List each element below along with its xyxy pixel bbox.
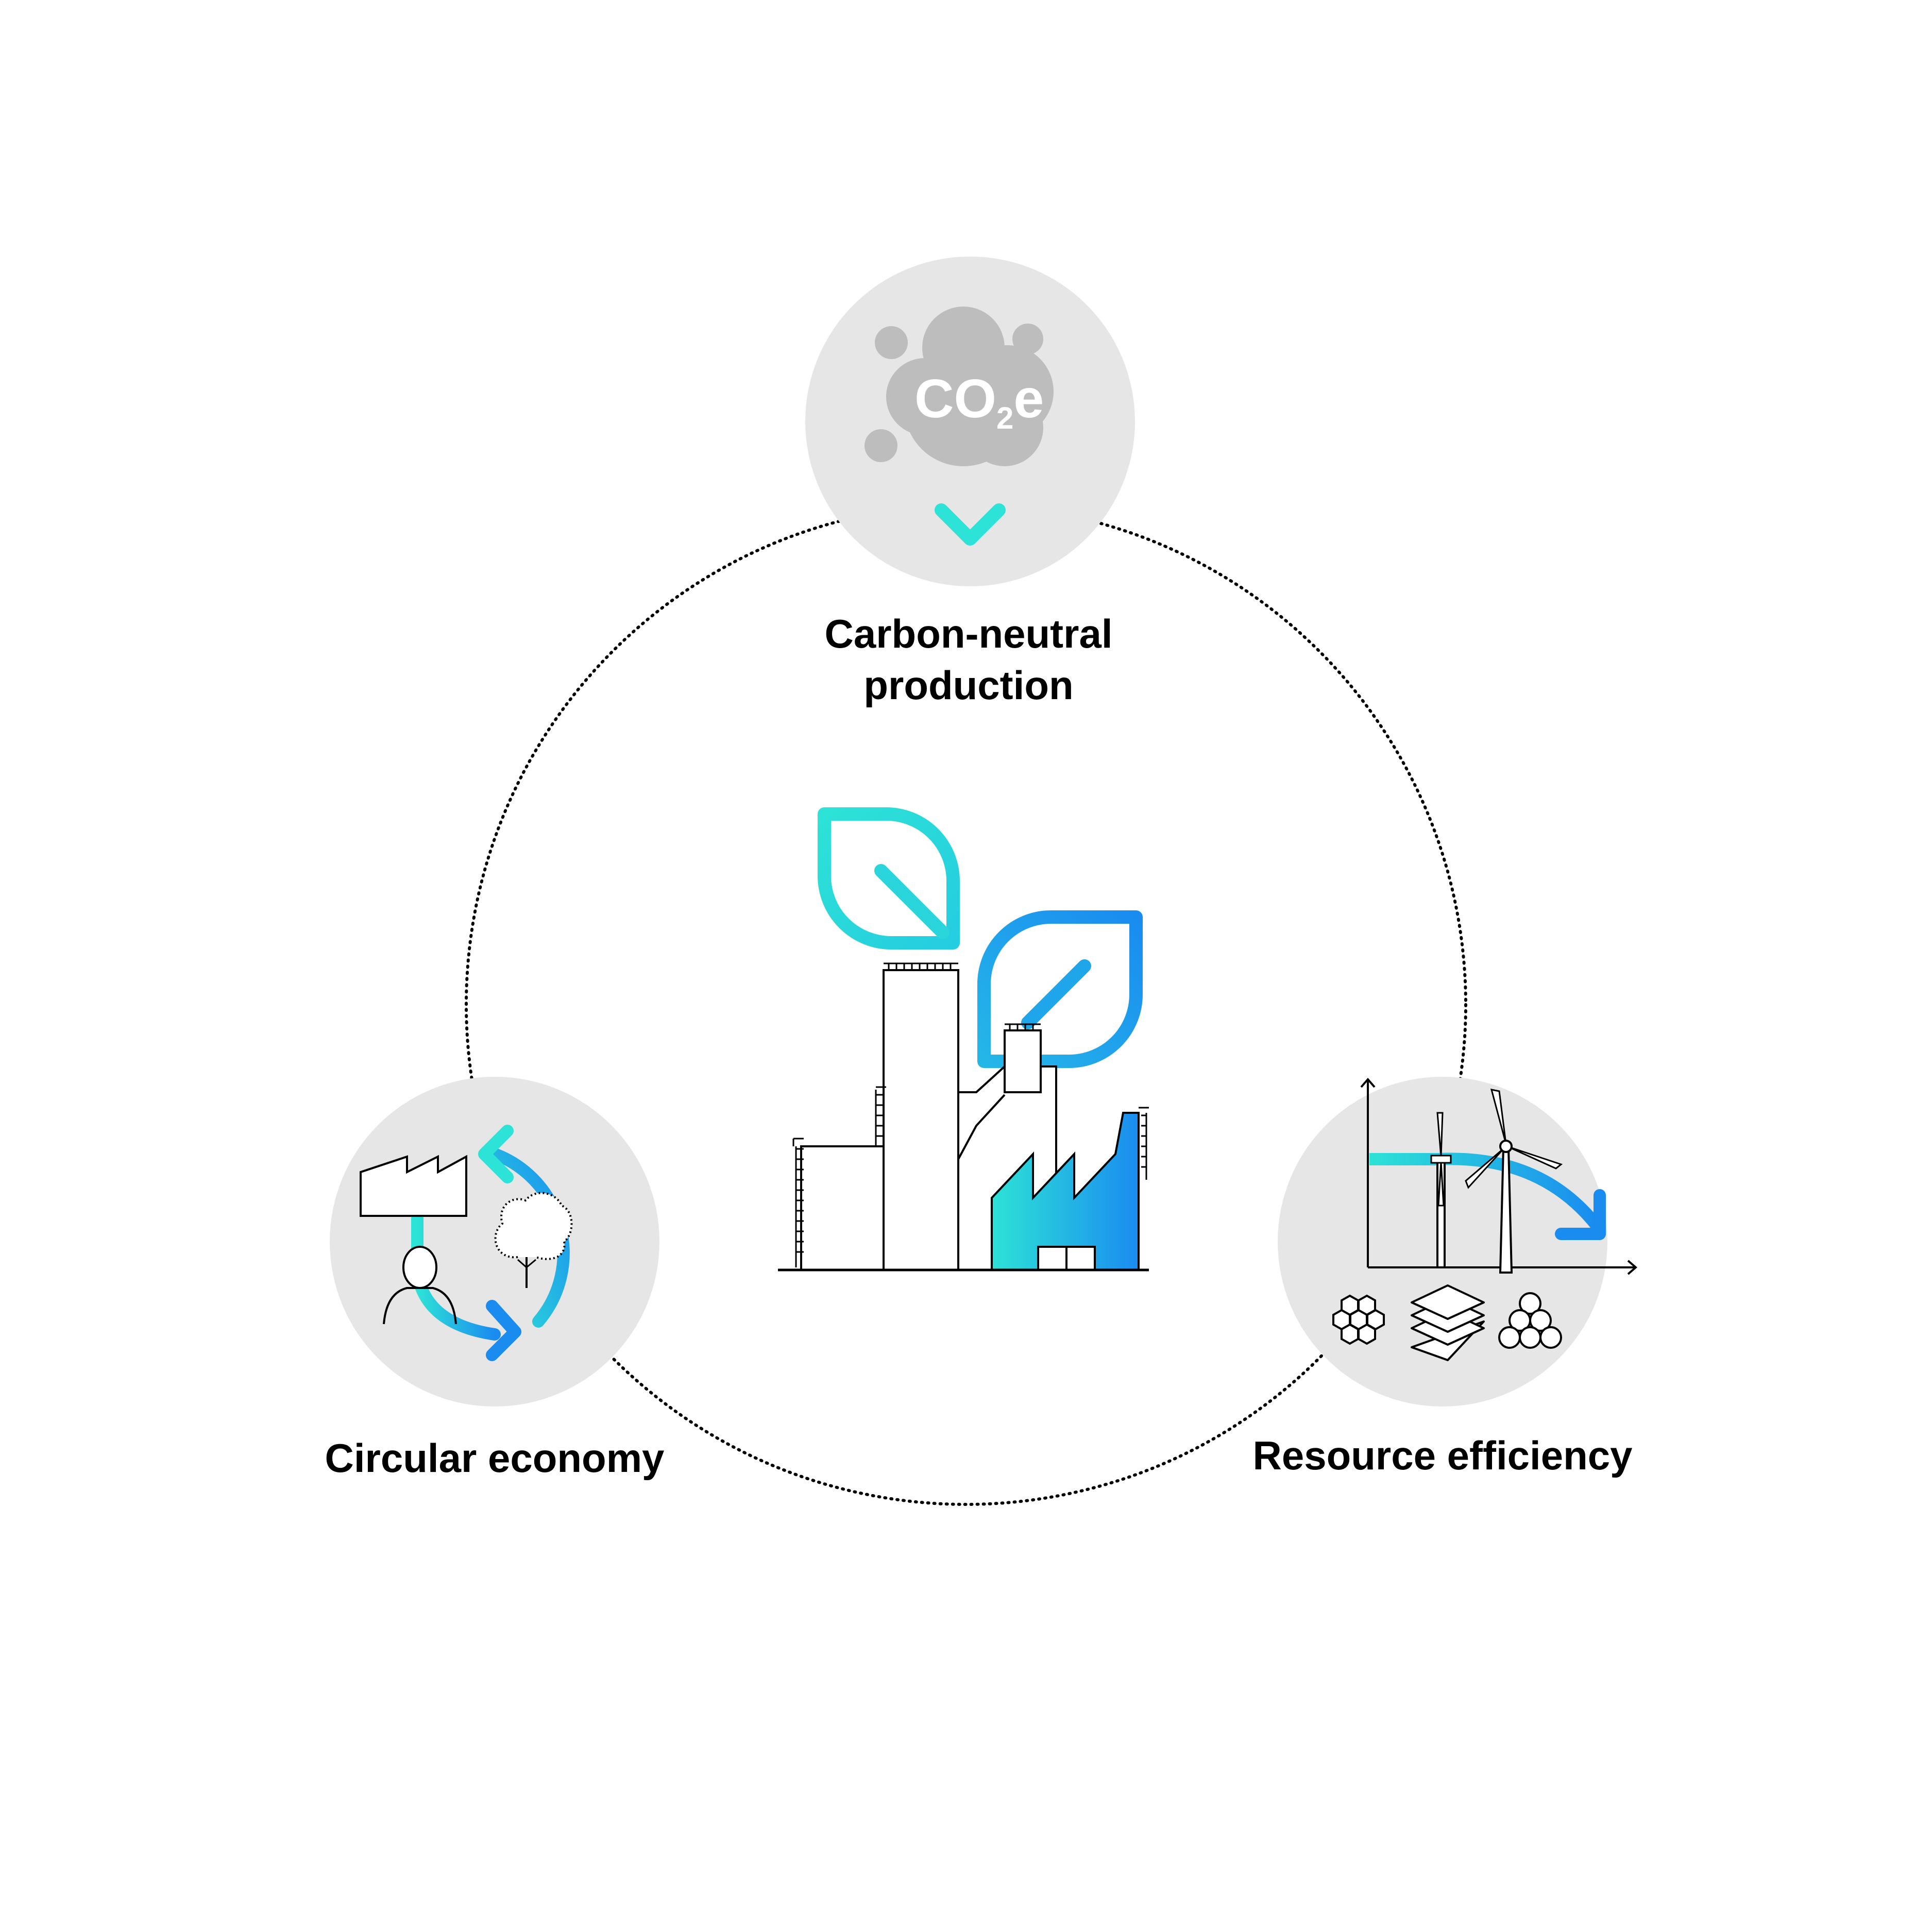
node-carbon-neutral: CO2e [805,257,1135,586]
wind-turbine-efficiency-icon [1332,1077,1638,1361]
person-icon [383,1246,457,1325]
label-resource-efficiency: Resource efficiency [1252,1433,1633,1478]
chimney-small [1004,1029,1042,1093]
large-turbine [1465,1089,1563,1274]
co2-suffix-text: e [1013,368,1044,429]
leaf-cyan [818,807,960,950]
small-turbine [1430,1112,1452,1268]
label-carbon-neutral-production: Carbon-neutral production [711,608,1226,711]
layers-icon [1411,1284,1485,1361]
label-top-line1: Carbon-neutral [824,611,1113,656]
co2-subscript-text: 2 [996,401,1013,435]
label-top-line2: production [863,663,1074,708]
node-resource-efficiency [1278,1077,1638,1406]
node-circular-economy [330,1077,659,1406]
co2-main-text: CO [914,368,996,429]
down-arrow-head [935,503,1006,546]
co2-cloud-down-arrow-icon: CO2e [865,307,1054,546]
svg-text:CO2e: CO2e [914,368,1044,435]
building-low-left [800,1145,885,1271]
honeycomb-icon [1332,1294,1385,1345]
pipes-icon [1498,1292,1562,1349]
leaf-blue [977,910,1143,1068]
tree-icon [494,1192,573,1288]
circular-cycle-icon [360,1125,573,1361]
factory-gradient [991,1112,1140,1271]
label-circular-economy: Circular economy [325,1435,665,1481]
factory-leaves-icon [778,807,1149,1272]
factory-icon [360,1155,467,1217]
tower-tall [883,969,959,1271]
node-circle-left [330,1077,659,1406]
